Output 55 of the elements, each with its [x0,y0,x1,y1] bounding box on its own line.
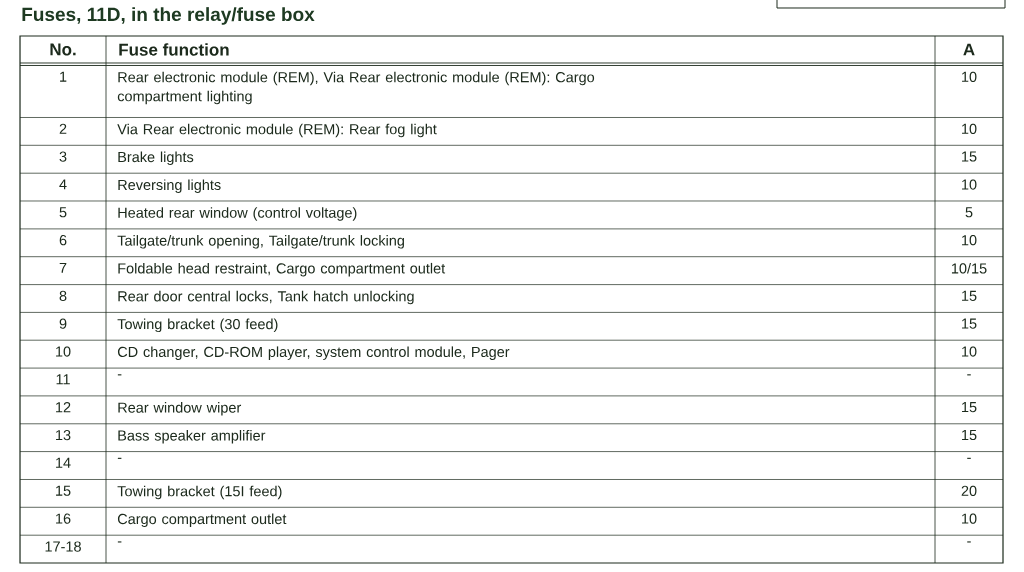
fuse-number: 6 [59,235,67,246]
fuse-function: Reversing lights [118,179,221,193]
fuse-function: Cargo compartment outlet [117,513,287,527]
fuse-rating: 20 [961,485,977,496]
fuse-number: 10 [56,346,71,357]
fuse-rating: - [967,541,971,543]
fuse-rating: 15 [962,290,977,301]
fuse-rating: 15 [962,318,977,329]
fuse-function: Heated rear window (control voltage) [118,207,357,221]
fuse-rating: 10 [962,71,977,82]
fuse-number: 12 [56,402,71,413]
fuse-rating: - [967,374,971,376]
column-header: No. [50,43,76,56]
fuse-function: Tailgate/trunk opening, Tailgate/trunk locking [117,235,404,249]
column-header: Fuse function [119,43,229,56]
fuse-number: 11 [56,374,70,385]
fuse-rating: 10/15 [951,262,987,274]
fuse-number: 16 [56,513,71,524]
fuse-rating: 15 [962,402,977,413]
fuse-number: 9 [59,318,67,329]
fuse-number: 3 [59,151,67,162]
fuse-number: 7 [59,262,67,273]
fuse-function: Bass speaker amplifier [118,430,266,444]
fuse-rating: 15 [962,430,977,441]
fuse-function: Towing bracket (30 feed) [117,318,278,333]
fuse-function: - [117,541,122,543]
fuse-function: CD changer, CD-ROM player, system control module, Pager [117,346,510,360]
fuse-function: Towing bracket (15I feed) [117,485,282,500]
fuse-function: - [117,374,122,376]
title: Fuses, 11D, in the relay/fuse box [22,7,315,25]
fuse-function: Brake lights [118,151,194,165]
fuse-function: Foldable head restraint, Cargo compartment outlet [118,262,446,277]
fuse-number: 2 [59,123,67,134]
fuse-function: Rear electronic module (REM), Via Rear electronic module (REM): Cargo compartment lighting [117,71,595,105]
fuse-number: 14 [56,457,71,468]
fuse-function: Rear window wiper [118,402,242,416]
fuse-number: 1 [60,71,67,82]
fuse-number: 15 [56,485,71,496]
column-header: A [963,43,975,56]
fuse-rating: 10 [962,513,977,524]
fuse-rating: 5 [965,207,973,218]
fuse-rating: 15 [962,151,977,162]
fuse-number: 17-18 [45,541,81,552]
fuse-number: 8 [59,290,67,302]
fuse-rating: 10 [962,179,977,190]
fuse-function: - [117,457,122,459]
fuse-number: 5 [59,207,67,218]
fuse-number: 4 [59,179,67,190]
fuse-rating: - [967,457,971,459]
fuse-rating: 10 [962,123,977,134]
fuse-function: Via Rear electronic module (REM): Rear fog light [117,123,437,138]
fuse-number: 13 [56,430,71,441]
fuse-rating: 10 [962,235,977,246]
fuse-function: Rear door central locks, Tank hatch unlocking [118,290,414,305]
fuse-rating: 10 [962,346,977,357]
